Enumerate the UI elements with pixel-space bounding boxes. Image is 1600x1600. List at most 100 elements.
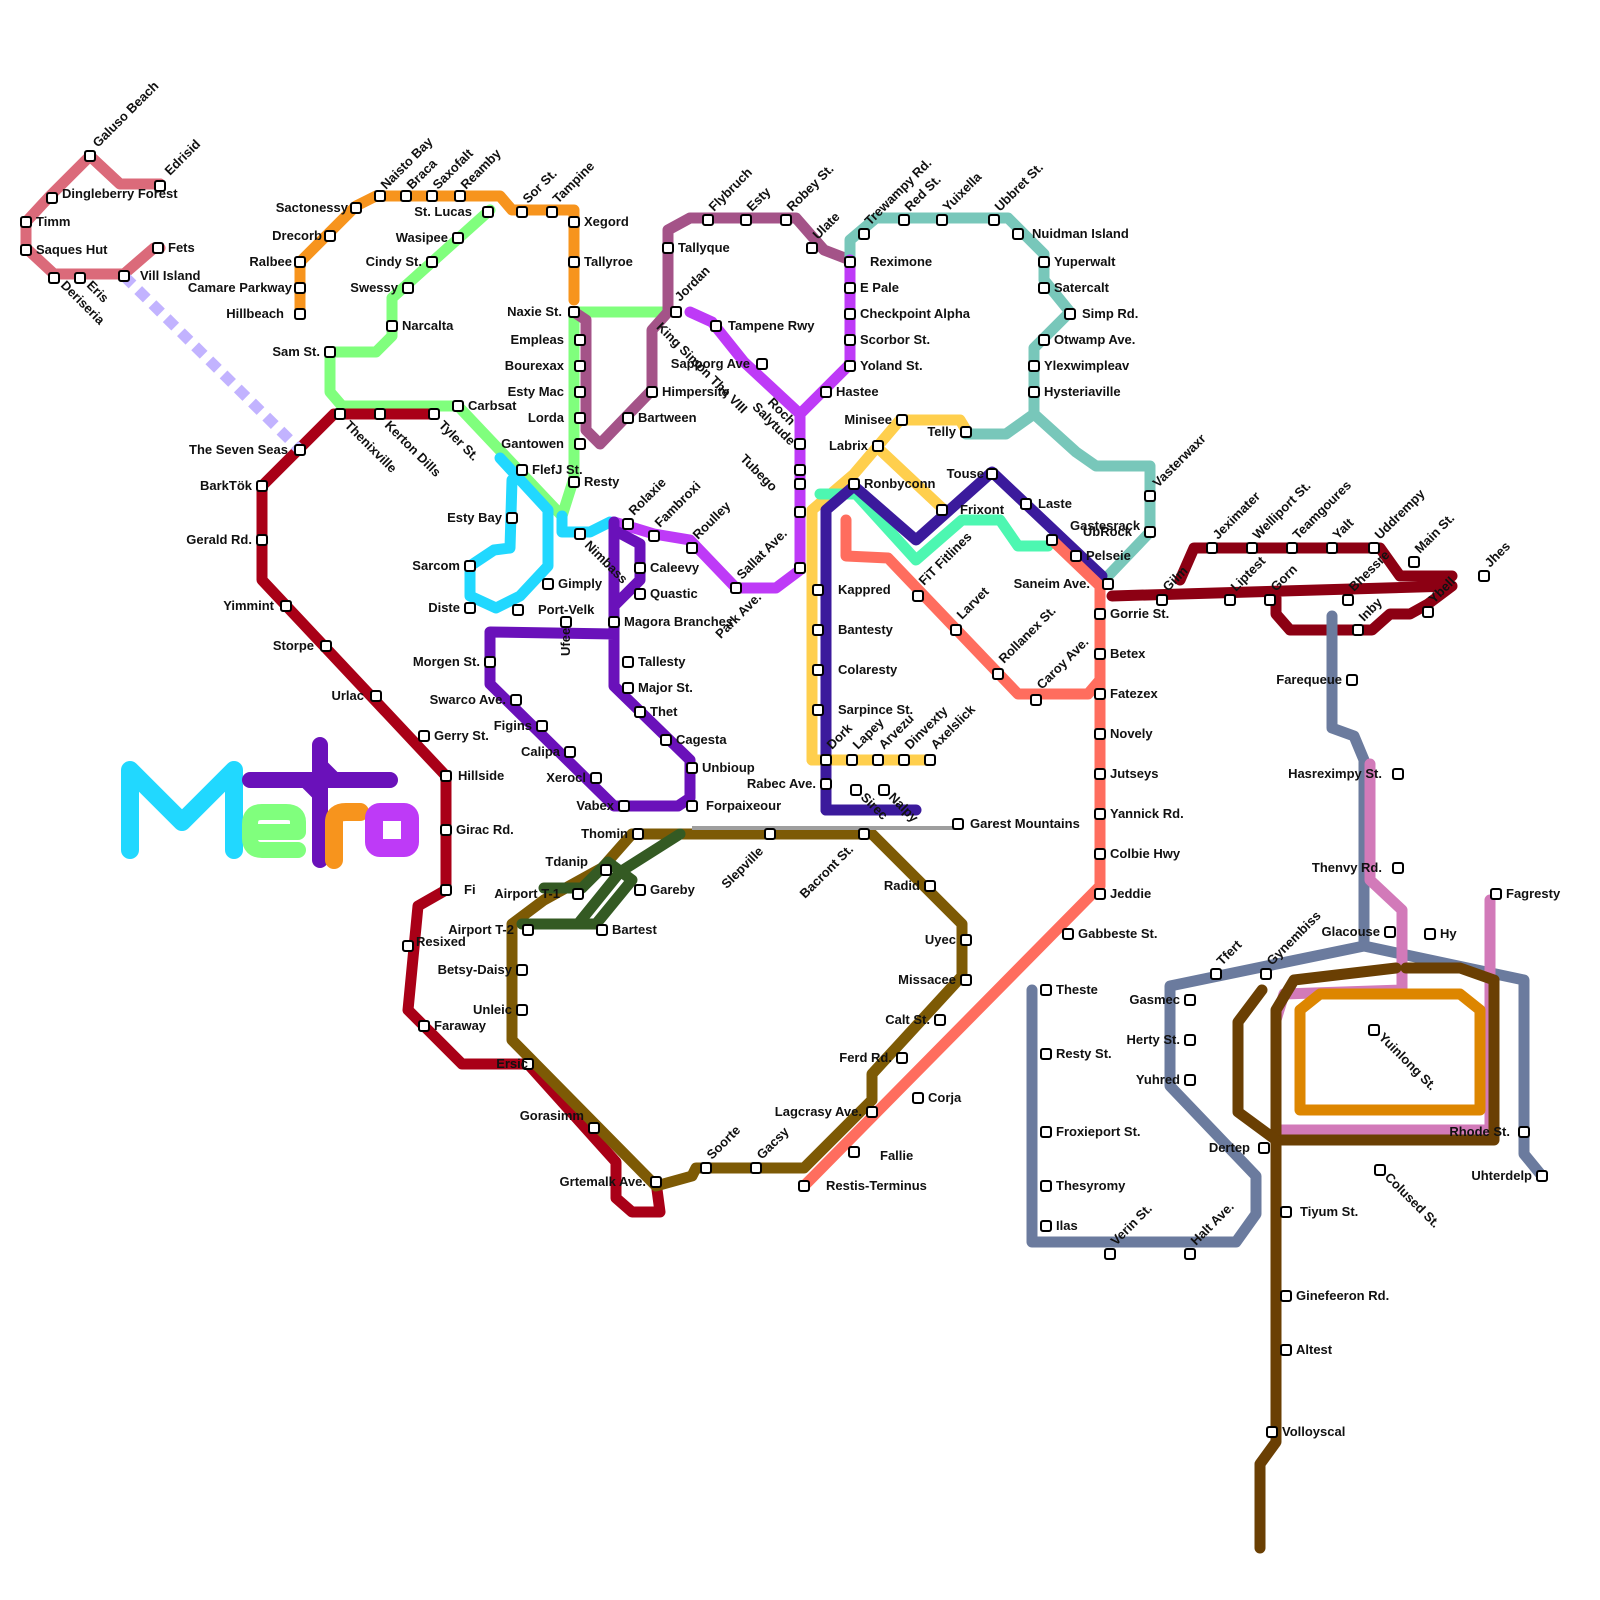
station-marker-fi[interactable] [440, 884, 452, 896]
station-marker-saneim-ave[interactable] [1102, 578, 1114, 590]
station-marker-ronbyconn[interactable] [848, 478, 860, 490]
station-marker-fallie[interactable] [848, 1146, 860, 1158]
station-marker-halt-ave[interactable] [1184, 1248, 1196, 1260]
station-marker-gorasimm[interactable] [588, 1122, 600, 1134]
station-marker-yuinlong-st[interactable] [1368, 1024, 1380, 1036]
station-marker-unleic[interactable] [516, 1004, 528, 1016]
station-marker-dingleberry-forest[interactable] [46, 192, 58, 204]
station-marker-dork[interactable] [820, 754, 832, 766]
station-marker-ilas[interactable] [1040, 1220, 1052, 1232]
station-marker-altest[interactable] [1280, 1344, 1292, 1356]
station-marker-hillbeach[interactable] [294, 308, 306, 320]
station-marker-xegord[interactable] [568, 216, 580, 228]
station-marker-teamgoures[interactable] [1286, 542, 1298, 554]
station-marker-tampene-rwy[interactable] [710, 320, 722, 332]
station-marker-gerald-rd[interactable] [256, 534, 268, 546]
station-marker-jeximater[interactable] [1206, 542, 1218, 554]
station-marker-narcalta[interactable] [386, 320, 398, 332]
station-marker-gareby[interactable] [634, 884, 646, 896]
station-marker-ersic[interactable] [522, 1058, 534, 1070]
station-marker-gasmec[interactable] [1184, 994, 1196, 1006]
station-marker-yuhred[interactable] [1184, 1074, 1196, 1086]
station-marker-ginefeeron-rd[interactable] [1280, 1290, 1292, 1302]
station-marker-edrisid[interactable] [154, 180, 166, 192]
station-marker-nimbass[interactable] [574, 528, 586, 540]
station-marker-yimmint[interactable] [280, 600, 292, 612]
station-marker-thesyromy[interactable] [1040, 1180, 1052, 1192]
station-marker-satercalt[interactable] [1038, 282, 1050, 294]
station-marker-tallyque[interactable] [662, 242, 674, 254]
station-marker-liptest[interactable] [1224, 594, 1236, 606]
station-marker-swarco-ave[interactable] [510, 694, 522, 706]
station-marker-jordan[interactable] [670, 306, 682, 318]
station-marker-touse[interactable] [986, 468, 998, 480]
station-marker-naxie-st[interactable] [568, 306, 580, 318]
station-marker-bartween[interactable] [622, 412, 634, 424]
station-marker-fambroxi[interactable] [648, 530, 660, 542]
station-marker-restis-terminus[interactable] [798, 1180, 810, 1192]
station-marker-larvet[interactable] [950, 624, 962, 636]
station-marker-hysteriaville[interactable] [1028, 386, 1040, 398]
station-marker-soorte[interactable] [700, 1162, 712, 1174]
station-marker-jeddie[interactable] [1094, 888, 1106, 900]
station-marker-unbioup[interactable] [686, 762, 698, 774]
station-marker-morgen-st[interactable] [484, 656, 496, 668]
station-marker-jhes[interactable] [1478, 570, 1490, 582]
station-marker-girac-rd[interactable] [440, 824, 452, 836]
station-marker-wasipee[interactable] [452, 232, 464, 244]
station-marker-tallyroe[interactable] [568, 256, 580, 268]
station-marker-saques-hut[interactable] [20, 244, 32, 256]
station-marker-yuixella[interactable] [936, 214, 948, 226]
station-marker-e-pale[interactable] [844, 282, 856, 294]
station-marker-colbie-hwy[interactable] [1094, 848, 1106, 860]
station-marker-esty-bay[interactable] [506, 512, 518, 524]
station-marker-bantesty[interactable] [812, 624, 824, 636]
station-marker-yoland-st[interactable] [844, 360, 856, 372]
station-marker-reamby[interactable] [454, 190, 466, 202]
station-marker-theste[interactable] [1040, 984, 1052, 996]
station-marker-ubrock[interactable] [1144, 526, 1156, 538]
station-marker-camare-parkway[interactable] [294, 282, 306, 294]
station-marker-betex[interactable] [1094, 648, 1106, 660]
station-marker-timm[interactable] [20, 216, 32, 228]
station-marker-fit-fitlines[interactable] [912, 590, 924, 602]
station-marker-quastic[interactable] [634, 588, 646, 600]
station-marker-empleas[interactable] [574, 334, 586, 346]
station-marker-lagcrasy-ave[interactable] [866, 1106, 878, 1118]
station-marker-tiyum-st[interactable] [1280, 1206, 1292, 1218]
station-marker-fets[interactable] [152, 242, 164, 254]
station-marker-bartest[interactable] [596, 924, 608, 936]
station-marker-rabec-ave[interactable] [820, 778, 832, 790]
station-marker-bacront-st[interactable] [858, 828, 870, 840]
station-marker-tyler-st[interactable] [428, 408, 440, 420]
station-marker-gabbeste-st[interactable] [1062, 928, 1074, 940]
station-marker-gorn[interactable] [1264, 594, 1276, 606]
station-marker-reximone[interactable] [844, 256, 856, 268]
station-marker-magora-branches[interactable] [608, 616, 620, 628]
station-marker-yannick-rd[interactable] [1094, 808, 1106, 820]
station-marker-park-ave[interactable] [794, 562, 806, 574]
station-marker-rolaxie[interactable] [622, 518, 634, 530]
station-marker-thet[interactable] [634, 706, 646, 718]
station-marker-froxieport-st[interactable] [1040, 1126, 1052, 1138]
station-marker-deriseria[interactable] [48, 272, 60, 284]
station-marker-hastee[interactable] [820, 386, 832, 398]
station-marker-eris[interactable] [74, 272, 86, 284]
station-marker-ufee[interactable] [560, 616, 572, 628]
station-marker-welliport-st[interactable] [1246, 542, 1258, 554]
station-marker-flybruch[interactable] [702, 214, 714, 226]
station-marker-drecorb[interactable] [324, 230, 336, 242]
station-marker-lapey[interactable] [846, 754, 858, 766]
station-marker-port-velk[interactable] [512, 604, 524, 616]
station-marker-scorbor-st[interactable] [844, 334, 856, 346]
station-marker-barkt-k[interactable] [256, 480, 268, 492]
station-marker-thomin[interactable] [632, 828, 644, 840]
station-marker-labrix[interactable] [872, 440, 884, 452]
station-marker-king-simon-the-viii[interactable] [794, 464, 806, 476]
station-marker-bourexax[interactable] [574, 360, 586, 372]
station-marker-esty-mac[interactable] [574, 386, 586, 398]
station-marker-thenvy-rd[interactable] [1392, 862, 1404, 874]
station-marker-axelslick[interactable] [924, 754, 936, 766]
station-marker-ubbret-st[interactable] [988, 214, 1000, 226]
station-marker-figins[interactable] [536, 720, 548, 732]
